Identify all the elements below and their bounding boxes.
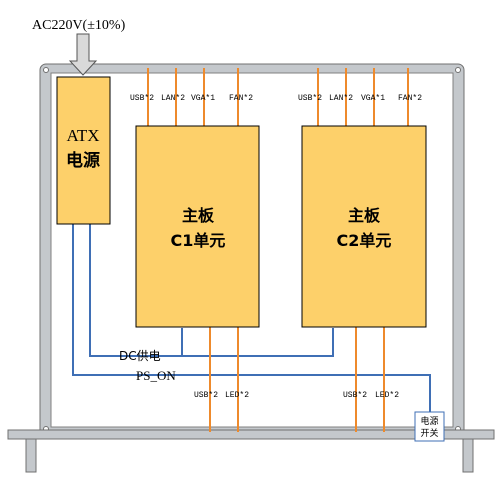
dc-supply-label: DC供电 bbox=[119, 349, 161, 363]
c1-bottom-port-label: USB*2 bbox=[194, 391, 218, 400]
c2-top-port-labels: USB*2 LAN*2 VGA*1 FAN*2 bbox=[298, 94, 422, 103]
c1-bottom-connectors bbox=[209, 326, 239, 432]
c1-top-port-label: FAN*2 bbox=[229, 94, 253, 103]
ac-input-label: AC220V(±10%) bbox=[32, 18, 126, 33]
mainboard-c1-line1: 主板 bbox=[182, 206, 215, 225]
ps-on-wire bbox=[72, 224, 431, 412]
atx-label-line2: 电源 bbox=[66, 150, 100, 171]
atx-power-supply-box bbox=[56, 76, 111, 225]
ac-input-arrow-icon bbox=[68, 33, 98, 76]
c2-bottom-port-label: LED*2 bbox=[375, 391, 399, 400]
mainboard-c1-box bbox=[135, 125, 260, 328]
c1-top-port-labels: USB*2 LAN*2 VGA*1 FAN*2 bbox=[130, 94, 253, 103]
c2-top-port-label: VGA*1 bbox=[361, 94, 385, 103]
mainboard-c2-box bbox=[301, 125, 427, 328]
c2-top-port-label: LAN*2 bbox=[329, 94, 353, 103]
c1-bottom-port-label: LED*2 bbox=[225, 391, 249, 400]
c2-top-port-label: FAN*2 bbox=[398, 94, 422, 103]
c2-bottom-connectors bbox=[355, 326, 385, 432]
c1-top-port-label: USB*2 bbox=[130, 94, 154, 103]
power-switch-line1: 电源 bbox=[420, 415, 438, 427]
c1-top-port-label: VGA*1 bbox=[191, 94, 215, 103]
chassis-base bbox=[7, 429, 495, 473]
c2-top-port-label: USB*2 bbox=[298, 94, 322, 103]
ps-on-label: PS_ON bbox=[136, 368, 176, 383]
dc-supply-wire bbox=[89, 224, 334, 357]
mainboard-c2-line2: C2单元 bbox=[337, 231, 392, 250]
c2-bottom-port-labels: USB*2 LED*2 bbox=[343, 391, 399, 400]
mainboard-c1-line2: C1单元 bbox=[171, 231, 226, 250]
power-switch-line2: 开关 bbox=[420, 427, 438, 439]
c1-top-port-label: LAN*2 bbox=[161, 94, 185, 103]
atx-label-line1: ATX bbox=[66, 126, 99, 145]
c1-top-connectors bbox=[147, 68, 239, 126]
c1-bottom-port-labels: USB*2 LED*2 bbox=[194, 391, 249, 400]
c2-bottom-port-label: USB*2 bbox=[343, 391, 367, 400]
mainboard-c2-line1: 主板 bbox=[348, 206, 381, 225]
c2-top-connectors bbox=[317, 68, 409, 126]
power-switch-box bbox=[414, 411, 445, 442]
